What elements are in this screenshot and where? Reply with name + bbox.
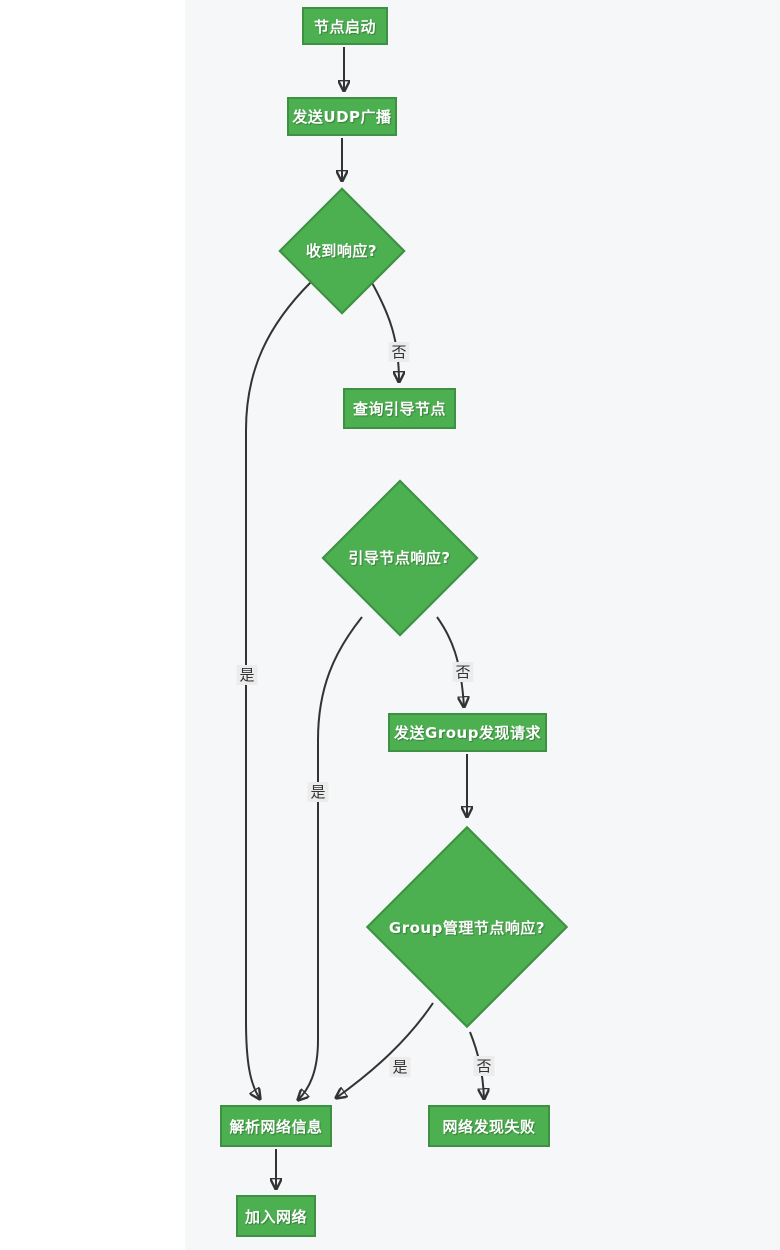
node-send-udp-broadcast: 发送UDP广播 (287, 97, 397, 136)
decision-bootstrap-response-label: 引导节点响应? (348, 549, 451, 567)
node-parse-network-info: 解析网络信息 (220, 1105, 332, 1147)
edge-boot-yes-to-parse (298, 616, 363, 1100)
decision-group-manager-response-label: Group管理节点响应? (388, 918, 546, 937)
edge-label-boot-yes: 是 (307, 782, 329, 802)
node-send-group-discovery: 发送Group发现请求 (388, 713, 547, 752)
node-query-bootstrap: 查询引导节点 (343, 388, 456, 429)
edge-label-group-no: 否 (473, 1056, 495, 1076)
decision-received-response-label: 收到响应? (305, 242, 378, 260)
edge-label-recv-yes: 是 (236, 665, 258, 685)
node-join-network: 加入网络 (236, 1195, 316, 1237)
edge-label-recv-no: 否 (388, 342, 410, 362)
edge-recv-yes-to-parse (245, 281, 312, 1099)
node-start: 节点启动 (302, 7, 388, 45)
decision-group-manager-response: Group管理节点响应? (365, 825, 569, 1029)
node-discovery-failed: 网络发现失败 (428, 1105, 550, 1147)
edge-groupresp-yes-to-parse (336, 1002, 434, 1098)
edge-recv-no-to-query (370, 280, 399, 382)
edge-label-boot-no: 否 (452, 662, 474, 682)
diagram-canvas (185, 0, 780, 1250)
decision-bootstrap-response: 引导节点响应? (321, 479, 478, 636)
edge-boot-no-to-group (436, 616, 464, 707)
decision-received-response: 收到响应? (277, 186, 406, 315)
edge-label-group-yes: 是 (389, 1057, 411, 1077)
